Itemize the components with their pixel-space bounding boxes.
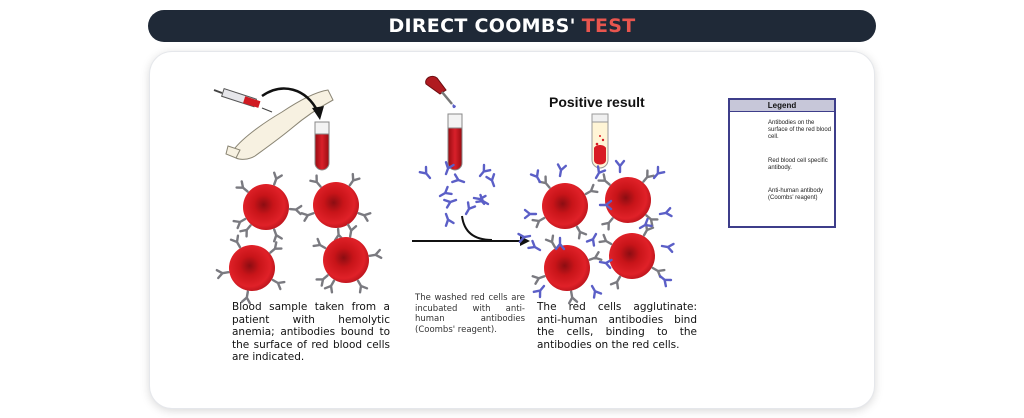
process-arrow	[412, 215, 530, 246]
caption-step-1: Blood sample taken from a patient with h…	[232, 301, 390, 363]
red-blood-cell	[597, 169, 659, 231]
dropper-icon	[425, 75, 456, 109]
positive-tube	[591, 113, 609, 169]
legend-item-text: Anti-human antibody (Coombs' reagent)	[768, 188, 824, 201]
positive-result-label: Positive result	[549, 94, 645, 110]
legend-title: Legend	[730, 100, 834, 112]
legend-box: Legend Antibodies on the surface of the …	[728, 98, 836, 228]
syringe-icon	[213, 88, 273, 113]
coombs-reagent-antibodies	[418, 161, 499, 227]
transfer-arrow	[261, 87, 320, 113]
red-blood-cell	[300, 172, 372, 242]
rbc-cluster-1	[215, 171, 383, 305]
red-blood-cell	[312, 223, 383, 294]
legend-item-text: Antibodies on the surface of the red blo…	[768, 120, 832, 140]
red-blood-cell	[598, 222, 666, 290]
red-blood-cell	[232, 171, 303, 243]
blood-tube-2	[447, 113, 463, 171]
arm-illustration	[225, 89, 334, 160]
agglutinated-cells	[517, 159, 675, 305]
caption-step-2: The washed red cells are incubated with …	[415, 293, 525, 335]
red-blood-cell	[531, 234, 603, 305]
blood-tube-1	[314, 121, 330, 171]
page-title-accent: TEST	[581, 15, 636, 37]
page-title-bar: DIRECT COOMBS' TEST	[148, 10, 876, 42]
red-blood-cell	[531, 175, 599, 240]
legend-item-text: Red blood cell specific antibody.	[768, 158, 828, 171]
caption-step-3: The red cells agglutinate: anti-human an…	[537, 301, 697, 351]
page-title: DIRECT COOMBS'	[388, 15, 576, 37]
red-blood-cell	[215, 234, 286, 305]
